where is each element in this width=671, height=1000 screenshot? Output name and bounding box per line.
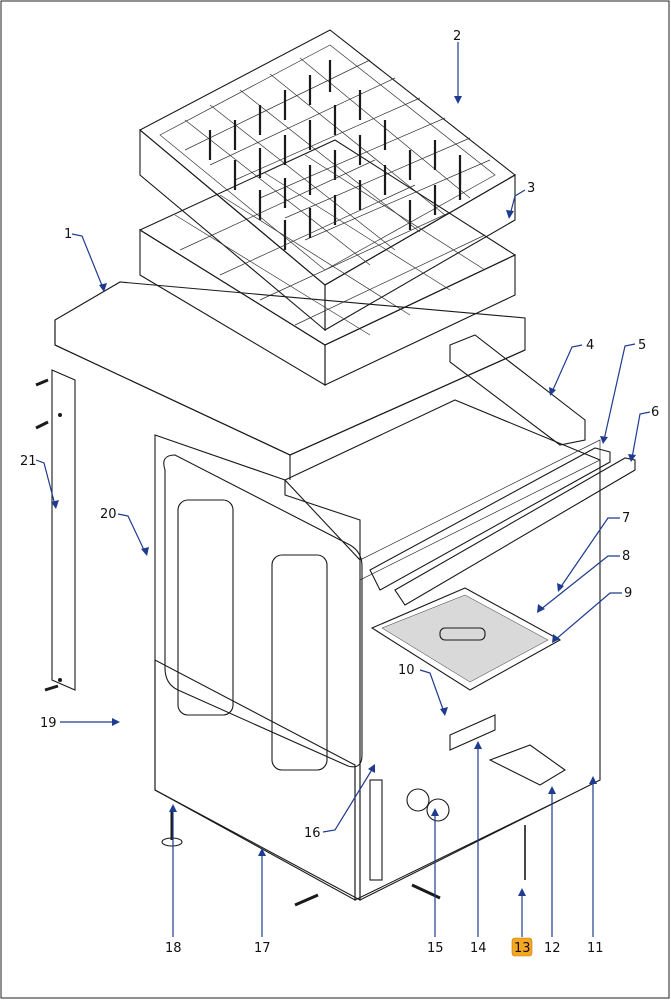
callout-3: 3 <box>527 181 535 196</box>
callout-16: 16 <box>304 826 321 841</box>
door <box>163 454 363 771</box>
callout-9: 9 <box>624 586 632 601</box>
callout-21: 21 <box>20 454 37 469</box>
callout-5: 5 <box>638 338 646 353</box>
callout-20: 20 <box>100 507 117 522</box>
leader-lines <box>35 42 651 937</box>
side-panel <box>51 369 76 691</box>
callout-12: 12 <box>544 941 561 956</box>
callout-4: 4 <box>586 338 594 353</box>
control-parts <box>369 714 567 881</box>
cabinet-body <box>154 399 601 901</box>
callout-13: 13 <box>514 941 531 956</box>
leader-arrowheads <box>51 96 636 896</box>
side-rails <box>369 334 636 606</box>
callout-1: 1 <box>64 227 72 242</box>
peg-rack <box>139 29 516 332</box>
callout-14: 14 <box>470 941 487 956</box>
callout-13-highlight <box>511 937 533 957</box>
top-panel <box>54 281 526 480</box>
callout-6: 6 <box>651 405 659 420</box>
callout-7: 7 <box>622 511 630 526</box>
callout-10: 10 <box>398 663 415 678</box>
callout-17: 17 <box>254 941 271 956</box>
callout-11: 11 <box>587 941 604 956</box>
callout-19: 19 <box>40 716 57 731</box>
callout-2: 2 <box>453 29 461 44</box>
callout-15: 15 <box>427 941 444 956</box>
callout-18: 18 <box>165 941 182 956</box>
open-rack <box>138 139 517 386</box>
filter-basket <box>370 587 562 691</box>
callout-8: 8 <box>622 549 630 564</box>
screws <box>35 378 441 907</box>
callout-labels: 2 3 1 4 5 6 7 8 9 10 21 20 19 16 18 17 1… <box>20 29 659 957</box>
